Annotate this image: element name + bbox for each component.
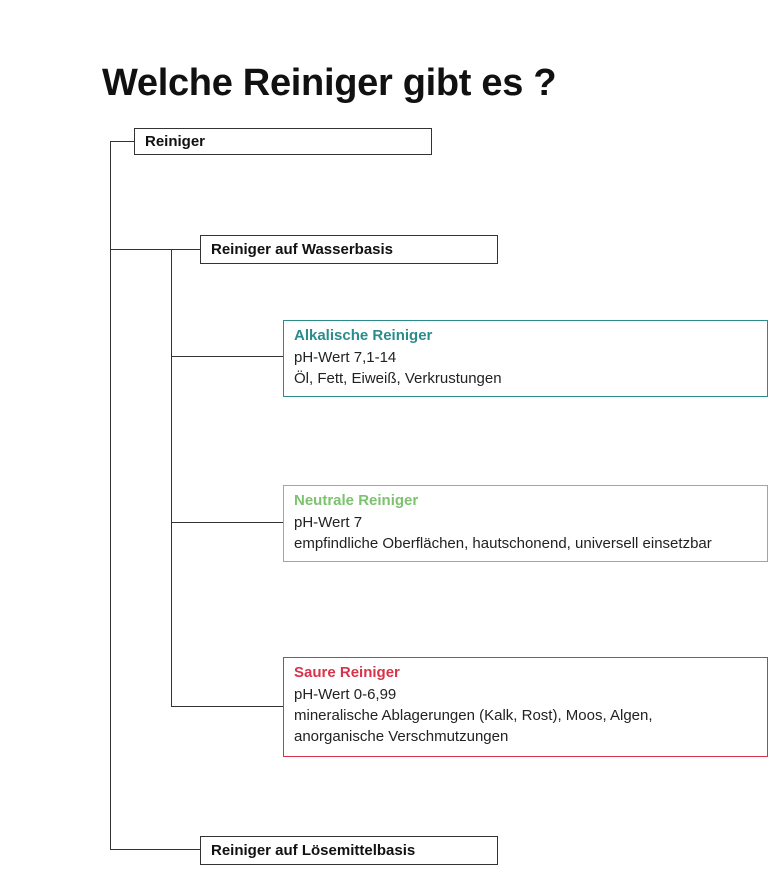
connector-neutral <box>171 522 283 523</box>
node-reiniger: Reiniger <box>134 128 432 155</box>
node-loesemittelbasis-label: Reiniger auf Lösemittelbasis <box>211 842 416 859</box>
node-wasserbasis: Reiniger auf Wasserbasis <box>200 235 498 264</box>
connector-water <box>110 249 200 250</box>
category-ph-value: pH-Wert 7,1-14 <box>294 349 397 366</box>
category-ph-value: pH-Wert 0-6,99 <box>294 686 397 703</box>
category-description: Öl, Fett, Eiweiß, Verkrustungen <box>294 370 502 387</box>
category-description-continued: anorganische Verschmutzungen <box>294 728 509 745</box>
category-sauer: Saure Reiniger pH-Wert 0-6,99 mineralisc… <box>283 657 768 757</box>
branch-line-water <box>171 249 172 707</box>
category-alkalisch: Alkalische Reiniger pH-Wert 7,1-14 Öl, F… <box>283 320 768 397</box>
connector-root <box>110 141 134 142</box>
category-description: mineralische Ablagerungen (Kalk, Rost), … <box>294 707 653 724</box>
connector-acidic <box>171 706 283 707</box>
category-description: empfindliche Oberflächen, hautschonend, … <box>294 535 712 552</box>
category-title: Saure Reiniger <box>294 664 400 681</box>
node-reiniger-label: Reiniger <box>145 133 206 150</box>
category-title: Alkalische Reiniger <box>294 327 433 344</box>
category-ph-value: pH-Wert 7 <box>294 514 363 531</box>
category-title: Neutrale Reiniger <box>294 492 419 509</box>
connector-alkaline <box>171 356 283 357</box>
connector-solvent <box>110 849 200 850</box>
trunk-line <box>110 141 111 850</box>
page-title: Welche Reiniger gibt es ? <box>102 62 557 104</box>
node-loesemittelbasis: Reiniger auf Lösemittelbasis <box>200 836 498 865</box>
node-wasserbasis-label: Reiniger auf Wasserbasis <box>211 241 394 258</box>
category-neutral: Neutrale Reiniger pH-Wert 7 empfindliche… <box>283 485 768 562</box>
